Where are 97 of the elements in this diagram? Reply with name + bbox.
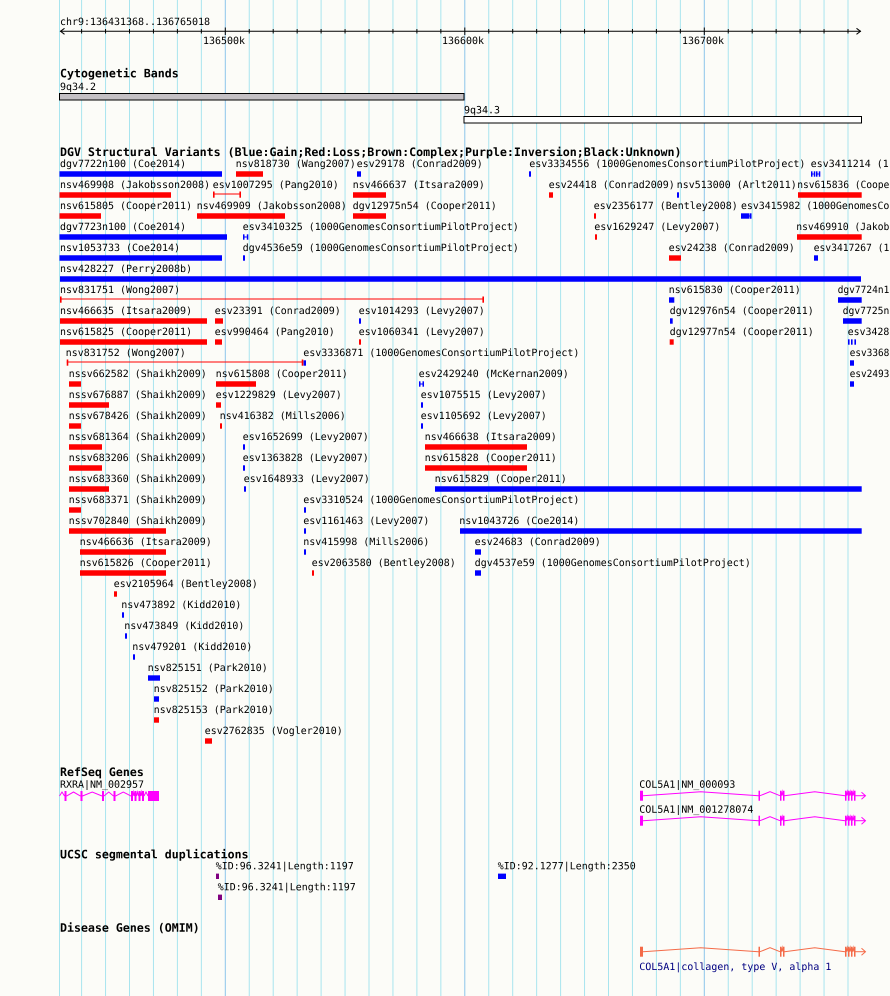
band-label: 9q34.2 [60,82,96,92]
variant-label: dgv12975n54 (Cooper2011) [353,201,495,212]
track-title: Cytogenetic Bands [60,68,178,80]
variant-label: nsv825151 (Park2010) [148,663,266,672]
variant-label: esv2762835 (Vogler2010) [205,726,341,736]
variant-label: nsv615836 (Coope [798,180,889,190]
variant-label: esv1652699 (Levy2007) [243,432,367,442]
variant-label: dgv7723n100 (Coe2014) [60,222,184,232]
variant-label: nsv615830 (Cooper2011) [670,285,799,296]
track-title: DGV Structural Variants (Blue:Gain;Red:Loss;Brown:Complex;Purple:Inversion;Black:Unknown) [60,146,680,158]
variant-label: nssv702840 (Shaikh2009) [70,516,205,526]
variant-label: esv3415982 (1000GenomesCo [742,201,889,210]
variant-label: nssv678426 (Shaikh2009) [70,411,205,420]
variant-label: nsv513000 (Arlt2011) [678,180,795,190]
variant-label: esv1007295 (Pang2010) [213,180,337,190]
variant-label: nsv825153 (Park2010) [154,705,272,714]
variant-label: esv990464 (Pang2010) [215,327,333,338]
variant-label: nsv615825 (Cooper2011) [60,327,190,338]
variant-label: nsv831752 (Wong2007) [66,348,184,358]
variant-label: nsv473892 (Kidd2010) [122,600,240,610]
variant-label: nsv615828 (Cooper2011) [426,453,555,464]
variant-label: nsv1043726 (Coe2014) [460,516,578,526]
variant-label: esv3411214 (1 [811,159,888,168]
tick-label: 136600k [443,36,484,44]
duplication-label: %ID:96.3241|Length:1197 [218,882,355,893]
variant-label: nssv683206 (Shaikh2009) [70,453,205,462]
variant-label: dgv12977n54 (Cooper2011) [670,327,812,338]
variant-label: nssv683371 (Shaikh2009) [70,495,205,504]
variant-label: esv3336871 (1000GenomesConsortiumPilotProject) [304,348,578,358]
variant-label: nsv466637 (Itsara2009) [354,180,483,190]
variant-label: dgv12976n54 (Cooper2011) [670,306,812,316]
variant-label: esv1629247 (Levy2007) [594,222,718,232]
variant-label: esv2493 [850,370,889,378]
variant-label: nsv831751 (Wong2007) [60,285,178,296]
variant-label: nsv469908 (Jakobsson2008) [60,180,208,190]
disease-gene-label: COL5A1|collagen, type V, alpha 1 [640,962,831,972]
variant-label: dgv4536e59 (1000GenomesConsortiumPilotProject) [243,243,517,254]
variant-label: nsv466636 (Itsara2009) [80,537,210,546]
variant-label: nssv662582 (Shaikh2009) [70,369,205,378]
variant-label: esv29178 (Conrad2009) [357,159,481,168]
variant-label: nsv615829 (Cooper2011) [436,474,565,484]
variant-label: esv2063580 (Bentley2008) [312,558,454,568]
variant-label: nsv479201 (Kidd2010) [133,642,250,652]
variant-label: esv24238 (Conrad2009) [669,243,793,252]
variant-label: esv1229829 (Levy2007) [216,390,340,400]
variant-label: nsv466635 (Itsara2009) [60,306,190,316]
variant-label: nsv615805 (Cooper2011) [60,201,190,212]
tick-label: 136500k [204,36,245,44]
variant-label: nsv473849 (Kidd2010) [125,621,242,630]
gene-label: COL5A1|NM_000093 [640,780,735,790]
variant-label: esv3417267 (1 [814,243,889,252]
variant-label: esv3428 [848,328,889,336]
gene-label: RXRA|NM_002957 [60,780,144,790]
variant-label: nsv466638 (Itsara2009) [426,432,555,442]
variant-label: nsv615826 (Cooper2011) [80,558,210,568]
variant-label: nsv615808 (Cooper2011) [216,369,346,380]
variant-label: esv1648933 (Levy2007) [244,474,368,484]
band-label: 9q34.3 [464,106,500,116]
variant-label: esv23391 (Conrad2009) [215,306,339,316]
variant-label: esv2356177 (Bentley2008) [594,201,736,212]
variant-label: esv1363828 (Levy2007) [243,453,367,464]
variant-label: esv1105692 (Levy2007) [421,411,545,422]
tick-label: 136700k [683,36,724,44]
track-title: Disease Genes (OMIM) [60,922,198,934]
duplication-label: %ID:92.1277|Length:2350 [498,862,636,872]
variant-label: esv3368 [850,348,889,356]
variant-label: esv3310524 (1000GenomesConsortiumPilotProject) [304,495,578,506]
variant-label: nsv469910 (Jakob [797,222,889,232]
variant-label: esv3334556 (1000GenomesConsortiumPilotProject) [530,159,804,170]
variant-label: dgv7722n100 (Coe2014) [60,159,184,170]
variant-label: nsv1053733 (Coe2014) [60,243,178,252]
variant-label: nsv415998 (Mills2006) [304,537,428,546]
variant-label: nssv683360 (Shaikh2009) [70,474,205,484]
variant-label: esv24418 (Conrad2009) [549,180,673,190]
gene-label: COL5A1|NM_001278074 [640,805,753,816]
variant-label: nsv469909 (Jakobsson2008) [198,201,345,210]
variant-label: nsv416382 (Mills2006) [220,411,344,420]
variant-label: esv2105964 (Bentley2008) [114,579,256,590]
coordinate-label: chr9:136431368..136765018 [60,17,210,26]
variant-label: esv1075515 (Levy2007) [421,390,545,400]
variant-label: nsv818730 (Wang2007) [236,159,354,170]
variant-label: nssv681364 (Shaikh2009) [70,432,205,442]
variant-label: esv24683 (Conrad2009) [475,537,599,546]
variant-label: esv1161463 (Levy2007) [304,516,428,526]
variant-label: nsv825152 (Park2010) [154,684,272,694]
variant-label: dgv7725n [843,306,888,316]
variant-label: dgv7724n1 [838,285,889,296]
variant-label: esv3410325 (1000GenomesConsortiumPilotProject) [243,222,517,232]
track-title: RefSeq Genes [60,767,143,778]
variant-label: nssv676887 (Shaikh2009) [70,390,205,400]
variant-label: esv1060341 (Levy2007) [359,327,483,338]
variant-label: esv1014293 (Levy2007) [359,306,483,316]
variant-label: dgv4537e59 (1000GenomesConsortiumPilotProject) [475,558,749,568]
track-title: UCSC segmental duplications [60,848,248,861]
variant-label: esv2429240 (McKernan2009) [419,369,567,378]
variant-label: nsv428227 (Perry2008b) [60,264,190,274]
duplication-label: %ID:96.3241|Length:1197 [216,862,353,872]
